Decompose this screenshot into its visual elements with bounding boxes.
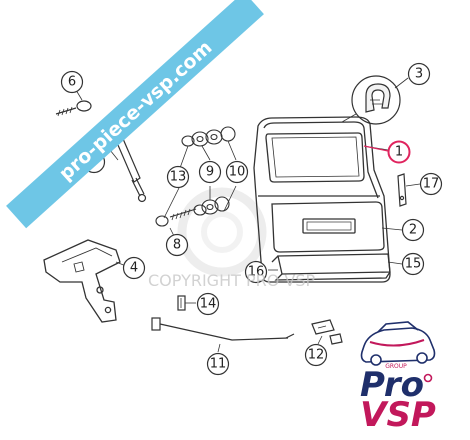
- logo-group-text: GROUP: [385, 363, 407, 370]
- tailgate-lower-panel: [271, 201, 385, 253]
- pro-vsp-logo: GROUP Pro VSP: [360, 321, 436, 435]
- callout-number: 8: [173, 238, 181, 253]
- callout-number: 6: [68, 75, 76, 90]
- callout-number: 3: [415, 67, 423, 82]
- callout-c2: 2: [401, 218, 425, 242]
- callout-number: 13: [170, 170, 187, 185]
- highlight-leader: [363, 145, 389, 152]
- ball-joint-set-upper: [181, 126, 236, 147]
- callout-number: 17: [423, 177, 440, 192]
- callout-c11: 11: [206, 352, 230, 376]
- watermark-text: COPYRIGHT PRO VSP: [148, 271, 316, 290]
- car-silhouette-icon: [360, 321, 436, 366]
- callout-leaders-left: [109, 140, 237, 237]
- logo-pro-text: Pro: [360, 365, 424, 405]
- callout-c10: 10: [225, 160, 249, 184]
- callout-number: 4: [130, 261, 138, 276]
- callout-number: 15: [405, 257, 422, 272]
- small-bracket-part: [397, 173, 421, 207]
- callout-c8: 8: [165, 233, 189, 257]
- hinge-bracket-part: [43, 239, 127, 323]
- lock-cylinder-part: [177, 295, 196, 311]
- callout-c3: 3: [407, 62, 431, 86]
- tailgate-frame: [253, 116, 391, 283]
- banner-ribbon: [6, 0, 264, 229]
- screw-part: [55, 89, 92, 117]
- callout-c16: 16: [244, 260, 268, 284]
- callout-c1: 1: [387, 140, 411, 164]
- callout-number: 14: [200, 297, 217, 312]
- callout-c17: 17: [419, 172, 443, 196]
- callout-c14: 14: [196, 292, 220, 316]
- callout-number: 1: [395, 145, 403, 160]
- ball-joint-set-lower: [155, 196, 230, 227]
- callout-number: 12: [308, 348, 325, 363]
- cable-rod-part: [151, 317, 295, 353]
- callout-c9: 9: [198, 160, 222, 184]
- seal-profile-detail: [341, 75, 409, 125]
- latch-part: [311, 319, 343, 345]
- tailgate-bumper-strip: [271, 253, 391, 281]
- callout-c12: 12: [304, 343, 328, 367]
- logo-vsp-text: VSP: [360, 395, 436, 435]
- callout-number: 16: [248, 265, 265, 280]
- callout-c4: 4: [122, 256, 146, 280]
- callout-number: 11: [210, 357, 227, 372]
- callout-number: 9: [206, 165, 214, 180]
- callout-c13: 13: [166, 165, 190, 189]
- callout-number: 2: [409, 223, 417, 238]
- logo-swoosh: [369, 339, 425, 347]
- callout-number: 10: [229, 165, 246, 180]
- callout-c15: 15: [401, 252, 425, 276]
- banner-text: pro-piece-vsp.com: [55, 36, 217, 185]
- callout-c6: 6: [60, 70, 84, 94]
- watermark-emblem: [177, 187, 267, 277]
- logo-dot-icon: [423, 373, 433, 383]
